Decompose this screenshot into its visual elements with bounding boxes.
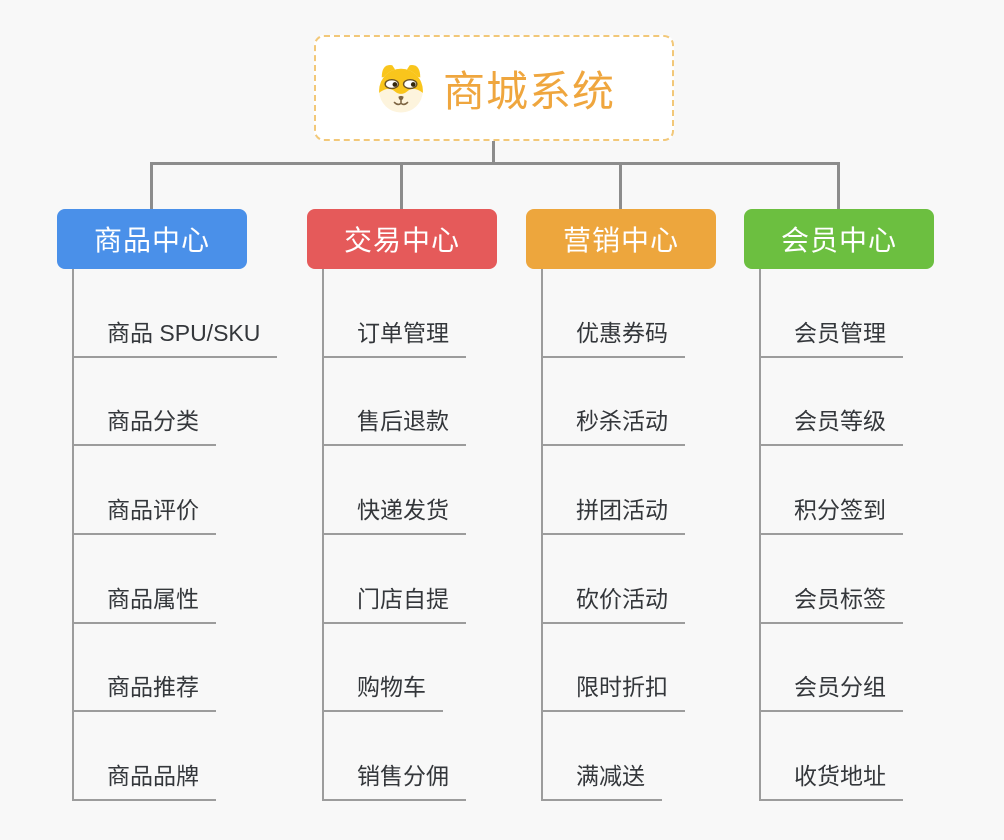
leaf-node[interactable]: 售后退款 xyxy=(324,402,466,447)
branch-node-marketing-center[interactable]: 营销中心 xyxy=(526,209,716,269)
list-item: 订单管理 xyxy=(324,269,466,358)
leaf-node[interactable]: 限时折扣 xyxy=(543,668,685,713)
connector-drop-product xyxy=(150,164,153,209)
leaf-node[interactable]: 销售分佣 xyxy=(324,757,466,802)
list-item: 商品推荐 xyxy=(74,624,277,713)
leaf-node[interactable]: 商品 SPU/SKU xyxy=(74,314,278,358)
dog-face-icon xyxy=(373,60,429,116)
leaf-node[interactable]: 会员等级 xyxy=(761,402,903,447)
branch-node-product-center[interactable]: 商品中心 xyxy=(57,209,247,269)
list-item: 商品评价 xyxy=(74,446,277,536)
root-node-mall-system[interactable]: 商城系统 xyxy=(314,35,674,141)
leaf-node[interactable]: 收货地址 xyxy=(761,757,903,802)
branch-node-member-center[interactable]: 会员中心 xyxy=(744,209,934,269)
leaf-node[interactable]: 会员分组 xyxy=(761,668,903,713)
branch-items-member-center: 会员管理 会员等级 积分签到 会员标签 会员分组 收货地址 xyxy=(759,269,903,802)
list-item: 商品分类 xyxy=(74,358,277,447)
branch-items-product-center: 商品 SPU/SKU 商品分类 商品评价 商品属性 商品推荐 商品品牌 xyxy=(72,269,278,802)
leaf-node[interactable]: 砍价活动 xyxy=(543,580,685,624)
connector-horizontal xyxy=(150,162,840,165)
list-item: 秒杀活动 xyxy=(543,358,685,447)
branch-column-marketing-center: 营销中心 优惠券码 秒杀活动 拼团活动 砍价活动 限时折扣 满减送 xyxy=(526,209,786,802)
branch-column-trade-center: 交易中心 订单管理 售后退款 快递发货 门店自提 购物车 销售分佣 xyxy=(307,209,567,802)
leaf-node[interactable]: 拼团活动 xyxy=(543,491,685,536)
connector-root-stub xyxy=(492,141,495,164)
list-item: 砍价活动 xyxy=(543,535,685,624)
leaf-node[interactable]: 订单管理 xyxy=(324,314,466,358)
leaf-node[interactable]: 秒杀活动 xyxy=(543,402,685,447)
list-item: 会员分组 xyxy=(761,624,903,713)
list-item: 满减送 xyxy=(543,712,685,802)
connector-drop-trade xyxy=(400,164,403,209)
list-item: 收货地址 xyxy=(761,712,903,802)
list-item: 商品品牌 xyxy=(74,712,277,802)
list-item: 会员管理 xyxy=(761,269,903,358)
connector-drop-marketing xyxy=(619,164,622,209)
list-item: 门店自提 xyxy=(324,535,466,624)
leaf-node[interactable]: 优惠券码 xyxy=(543,314,685,358)
leaf-node[interactable]: 商品评价 xyxy=(74,491,216,536)
leaf-node[interactable]: 门店自提 xyxy=(324,580,466,624)
branch-items-trade-center: 订单管理 售后退款 快递发货 门店自提 购物车 销售分佣 xyxy=(322,269,466,802)
leaf-node[interactable]: 快递发货 xyxy=(324,491,466,536)
list-item: 快递发货 xyxy=(324,446,466,536)
list-item: 商品属性 xyxy=(74,535,277,624)
branch-node-trade-center[interactable]: 交易中心 xyxy=(307,209,497,269)
connector-drop-member xyxy=(837,164,840,209)
leaf-node[interactable]: 购物车 xyxy=(324,668,443,713)
leaf-node[interactable]: 积分签到 xyxy=(761,491,903,536)
branch-column-member-center: 会员中心 会员管理 会员等级 积分签到 会员标签 会员分组 收货地址 xyxy=(744,209,1004,802)
leaf-node[interactable]: 会员标签 xyxy=(761,580,903,624)
leaf-node[interactable]: 商品品牌 xyxy=(74,757,216,802)
list-item: 购物车 xyxy=(324,624,466,713)
leaf-node[interactable]: 商品推荐 xyxy=(74,668,216,713)
list-item: 售后退款 xyxy=(324,358,466,447)
root-title: 商城系统 xyxy=(442,67,615,115)
list-item: 拼团活动 xyxy=(543,446,685,536)
leaf-node[interactable]: 会员管理 xyxy=(761,314,903,358)
leaf-node[interactable]: 商品分类 xyxy=(74,402,216,447)
list-item: 优惠券码 xyxy=(543,269,685,358)
leaf-node[interactable]: 满减送 xyxy=(543,757,662,802)
list-item: 会员标签 xyxy=(761,535,903,624)
leaf-node[interactable]: 商品属性 xyxy=(74,580,216,624)
list-item: 商品 SPU/SKU xyxy=(74,269,278,358)
list-item: 会员等级 xyxy=(761,358,903,447)
list-item: 限时折扣 xyxy=(543,624,685,713)
branch-column-product-center: 商品中心 商品 SPU/SKU 商品分类 商品评价 商品属性 商品推荐 商品品牌 xyxy=(57,209,317,802)
list-item: 销售分佣 xyxy=(324,712,466,802)
list-item: 积分签到 xyxy=(761,446,903,536)
branch-items-marketing-center: 优惠券码 秒杀活动 拼团活动 砍价活动 限时折扣 满减送 xyxy=(541,269,685,802)
